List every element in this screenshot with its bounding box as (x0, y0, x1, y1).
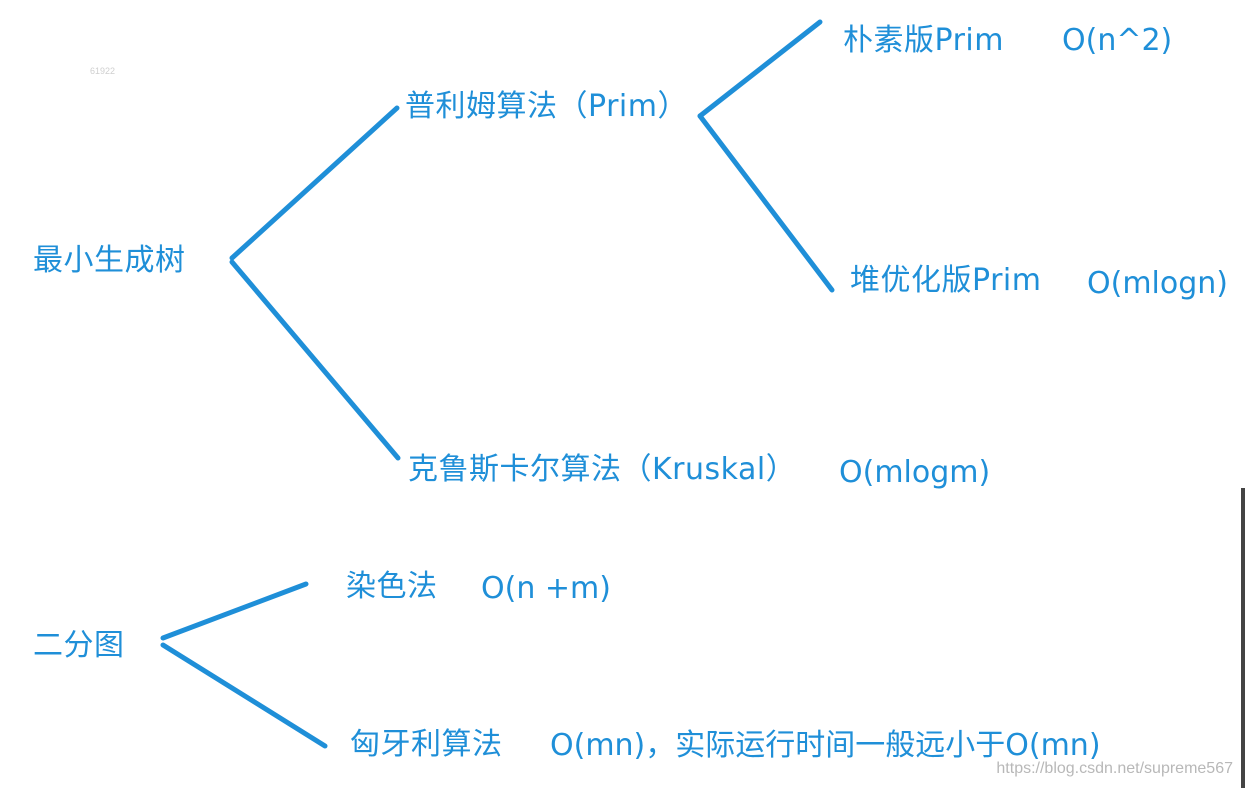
edge-bipartite-to-hungarian (160, 642, 328, 749)
complexity-coloring: O(n +m) (481, 571, 611, 606)
node-bipartite-root: 二分图 (33, 628, 125, 663)
source-watermark: https://blog.csdn.net/supreme567 (996, 760, 1233, 777)
node-prim-naive: 朴素版Prim (843, 23, 1004, 58)
node-coloring: 染色法 (346, 569, 438, 604)
complexity-prim-naive: O(n^2) (1062, 23, 1173, 58)
complexity-hungarian: O(mn)，实际运行时间一般远小于O(mn) (550, 728, 1101, 763)
edge-mst-to-prim (229, 105, 400, 261)
node-prim-heap: 堆优化版Prim (850, 263, 1042, 298)
node-mst-root: 最小生成树 (33, 243, 186, 278)
complexity-prim-heap: O(mlogn) (1087, 266, 1228, 301)
complexity-kruskal: O(mlogm) (839, 455, 991, 490)
edge-mst-to-kruskal (229, 259, 401, 461)
node-kruskal: 克鲁斯卡尔算法（Kruskal） (408, 452, 797, 487)
node-prim: 普利姆算法（Prim） (405, 89, 688, 124)
corner-watermark: 61922 (90, 66, 116, 76)
edge-prim-to-naive (697, 19, 823, 119)
edge-bipartite-to-coloring (160, 581, 309, 641)
window-edge-strip (1241, 488, 1245, 788)
edge-prim-to-heap (697, 113, 835, 293)
node-hungarian: 匈牙利算法 (350, 727, 503, 762)
